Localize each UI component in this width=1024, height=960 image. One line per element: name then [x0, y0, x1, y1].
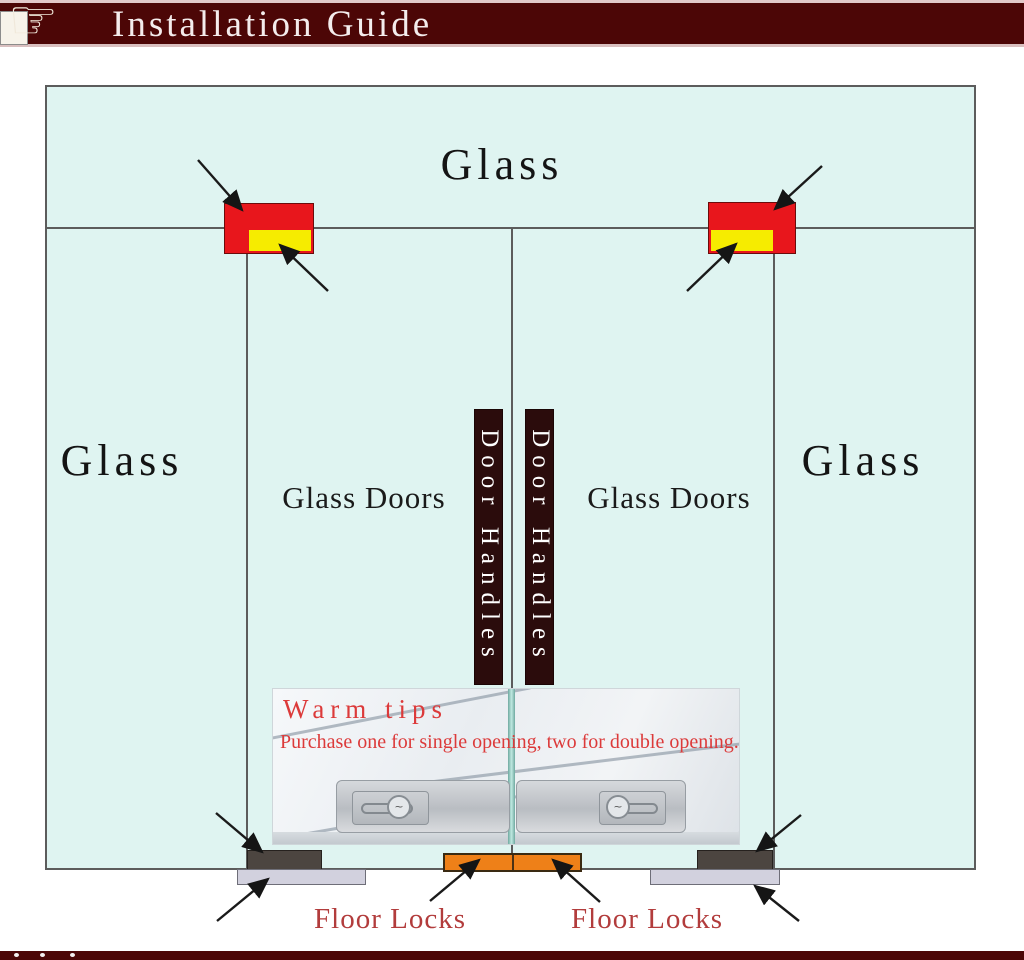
door-handle-right-label: Door Handles [526, 429, 554, 665]
floor-lock-center-divider [512, 855, 514, 870]
lock-plate-right: ~ [516, 780, 686, 833]
lock-faceplate-left: ~ [352, 791, 429, 825]
glass-edge-seam [508, 689, 515, 844]
hand-cuff-box [0, 11, 28, 45]
keyhole-icon: ~ [606, 795, 630, 819]
top-glass-label: Glass [440, 140, 564, 189]
left-glass-label: Glass [60, 436, 184, 485]
floor-locks-label-right: Floor Locks [571, 903, 723, 935]
arrow-to-left-base-plate [216, 877, 270, 922]
warm-tips-title: Warm tips [283, 694, 449, 724]
door-handle-left-label: Door Handles [475, 429, 503, 665]
left-door-jamb-line [246, 227, 248, 868]
patch-fitting-right-insert [711, 230, 773, 251]
pointing-hand-icon: ☞ [8, 0, 59, 53]
lock-plate-left: ~ [336, 780, 510, 833]
floor-locks-label-left: Floor Locks [314, 903, 466, 935]
lock-faceplate-right: ~ [599, 791, 666, 825]
bottom-bar [0, 951, 1024, 960]
right-glass-label: Glass [801, 436, 925, 485]
floor-lock-left [247, 850, 322, 871]
bottom-bar-mark [14, 953, 19, 957]
floor-base-plate-left [237, 869, 366, 885]
transom-line [47, 227, 974, 229]
diagram-frame: Glass Glass Glass Glass Doors Glass Door… [45, 85, 976, 872]
left-door-label: Glass Doors [282, 480, 446, 515]
center-meeting-line [511, 227, 513, 868]
product-photo: ~ ~ Warm tips Purchase one for single op… [272, 688, 740, 845]
patch-fitting-left-insert [249, 230, 311, 251]
door-handle-bar-left: Door Handles [474, 409, 503, 685]
right-door-jamb-line [773, 227, 775, 868]
door-handle-bar-right: Door Handles [525, 409, 554, 685]
page-title: Installation Guide [112, 4, 433, 45]
right-door-label: Glass Doors [587, 480, 751, 515]
floor-lock-center [443, 853, 582, 872]
header-banner: ☞ Installation Guide [0, 0, 1024, 51]
warm-tips-text: Purchase one for single opening, two for… [280, 731, 739, 753]
floor-base-plate-right [650, 869, 780, 885]
floor-lock-right [697, 850, 773, 871]
photo-bottom-rail [273, 832, 739, 844]
arrow-to-right-base-plate [753, 884, 800, 922]
keyhole-icon: ~ [387, 795, 411, 819]
bottom-bar-mark [70, 953, 75, 957]
bottom-bar-mark [40, 953, 45, 957]
